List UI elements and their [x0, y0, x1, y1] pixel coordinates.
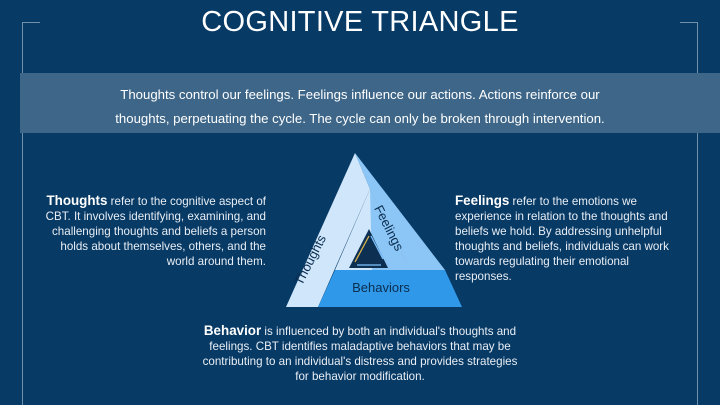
behavior-description: Behavior is influenced by both an indivi…: [200, 323, 520, 384]
behaviors-section: [318, 270, 462, 307]
feelings-section: [355, 153, 445, 270]
cycle-arrow-left: [354, 235, 370, 263]
intro-line-2: thoughts, perpetuating the cycle. The cy…: [115, 111, 605, 126]
page-title: COGNITIVE TRIANGLE: [201, 6, 519, 38]
feelings-text: refer to the emotions we experience in r…: [455, 195, 669, 283]
feelings-term: Feelings: [455, 193, 510, 208]
cycle-arrow-right: [370, 235, 384, 260]
frame-left-line: [22, 22, 23, 405]
frame-top-right-line: [680, 22, 698, 23]
thoughts-description: Thoughts refer to the cognitive aspect o…: [40, 193, 266, 269]
frame-top-left-line: [22, 22, 40, 23]
thoughts-term: Thoughts: [46, 193, 108, 208]
behaviors-label: Behaviors: [352, 280, 410, 295]
frame-right-line: [697, 22, 698, 405]
intro-line-1: Thoughts control our feelings. Feelings …: [120, 87, 600, 102]
thoughts-section: [286, 153, 370, 307]
feelings-description: Feelings refer to the emotions we experi…: [455, 193, 683, 284]
behavior-text: is influenced by both an individual's th…: [202, 325, 518, 383]
inner-triangle: [349, 229, 388, 268]
thoughts-text: refer to the cognitive aspect of CBT. It…: [45, 195, 266, 268]
intro-band: [20, 73, 720, 133]
feelings-inner-edge: [370, 189, 410, 270]
behavior-term: Behavior: [203, 323, 262, 338]
